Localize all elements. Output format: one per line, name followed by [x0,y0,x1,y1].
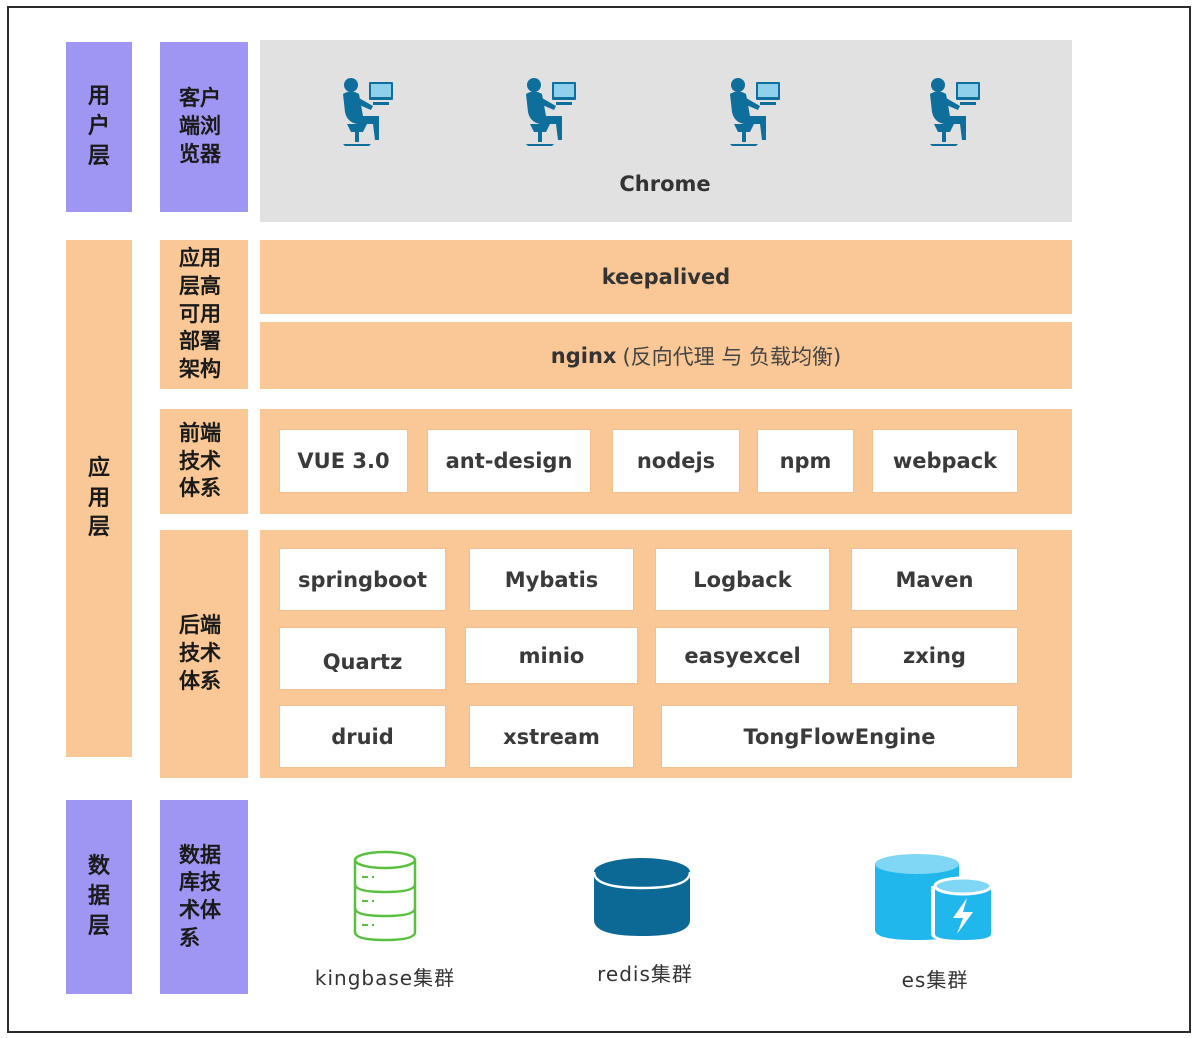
data-layer-label: 数据层 [66,800,132,994]
frontend-item: VUE 3.0 [280,430,407,492]
application-layer-label: 应用层 [66,240,132,757]
frontend-item: nodejs [613,430,739,492]
redis-cylinder-icon [592,858,692,936]
keepalived-bar: keepalived [260,240,1072,314]
backend-item: zxing [852,628,1017,683]
elasticsearch-icon [875,854,995,942]
database-label: kingbase集群 [314,966,456,990]
backend-item: Logback [656,549,829,610]
backend-item: springboot [280,549,445,610]
backend-item: easyexcel [656,628,829,683]
user-at-computer-icon [343,78,393,146]
browser-label: Chrome [619,172,711,196]
frontend-item: webpack [873,430,1017,492]
database-icon [353,850,417,942]
backend-stack-label: 后端技术体系 [160,530,248,778]
ha-deployment-label: 应用层高可用部署架构 [160,240,248,389]
client-browser-label: 客户端浏览器 [160,42,248,212]
backend-item: Maven [852,549,1017,610]
user-at-computer-icon [930,78,980,146]
backend-item: TongFlowEngine [662,706,1017,767]
backend-item: minio [466,628,637,683]
frontend-item: npm [758,430,853,492]
nginx-bar: nginx (反向代理 与 负载均衡) [260,322,1072,389]
database-label: es集群 [901,968,969,992]
user-at-computer-icon [526,78,576,146]
backend-item: Mybatis [470,549,633,610]
backend-item: druid [280,706,445,767]
backend-item: xstream [470,706,633,767]
backend-item: Quartz [280,628,445,689]
keepalived-label: keepalived [601,265,731,289]
client-panel [260,40,1072,222]
database-stack-label: 数据库技术体系 [160,800,248,994]
user-layer-label: 用户层 [66,42,132,212]
nginx-label: nginx [550,343,617,368]
nginx-note: (反向代理 与 负载均衡) [622,344,842,369]
frontend-item: ant-design [428,430,590,492]
frontend-stack-label: 前端技术体系 [160,409,248,514]
database-label: redis集群 [597,962,693,986]
user-at-computer-icon [730,78,780,146]
